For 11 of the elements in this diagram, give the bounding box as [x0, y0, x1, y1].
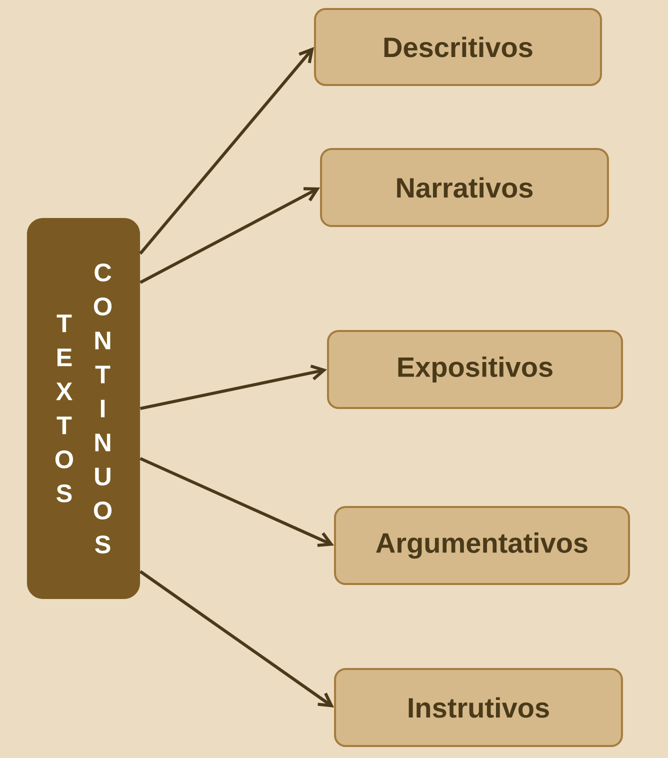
arrow: [139, 570, 334, 708]
arrow: [140, 364, 327, 410]
type-box: Narrativos: [320, 148, 609, 228]
arrow: [140, 457, 334, 547]
type-box: Descritivos: [314, 8, 602, 86]
arrow: [140, 187, 320, 284]
type-box: Expositivos: [327, 330, 623, 410]
type-box: Argumentativos: [334, 506, 630, 586]
type-box: Instrutivos: [334, 668, 623, 748]
category-box: TEXTOS CONTINUOS: [26, 218, 140, 600]
arrow: [139, 47, 314, 255]
